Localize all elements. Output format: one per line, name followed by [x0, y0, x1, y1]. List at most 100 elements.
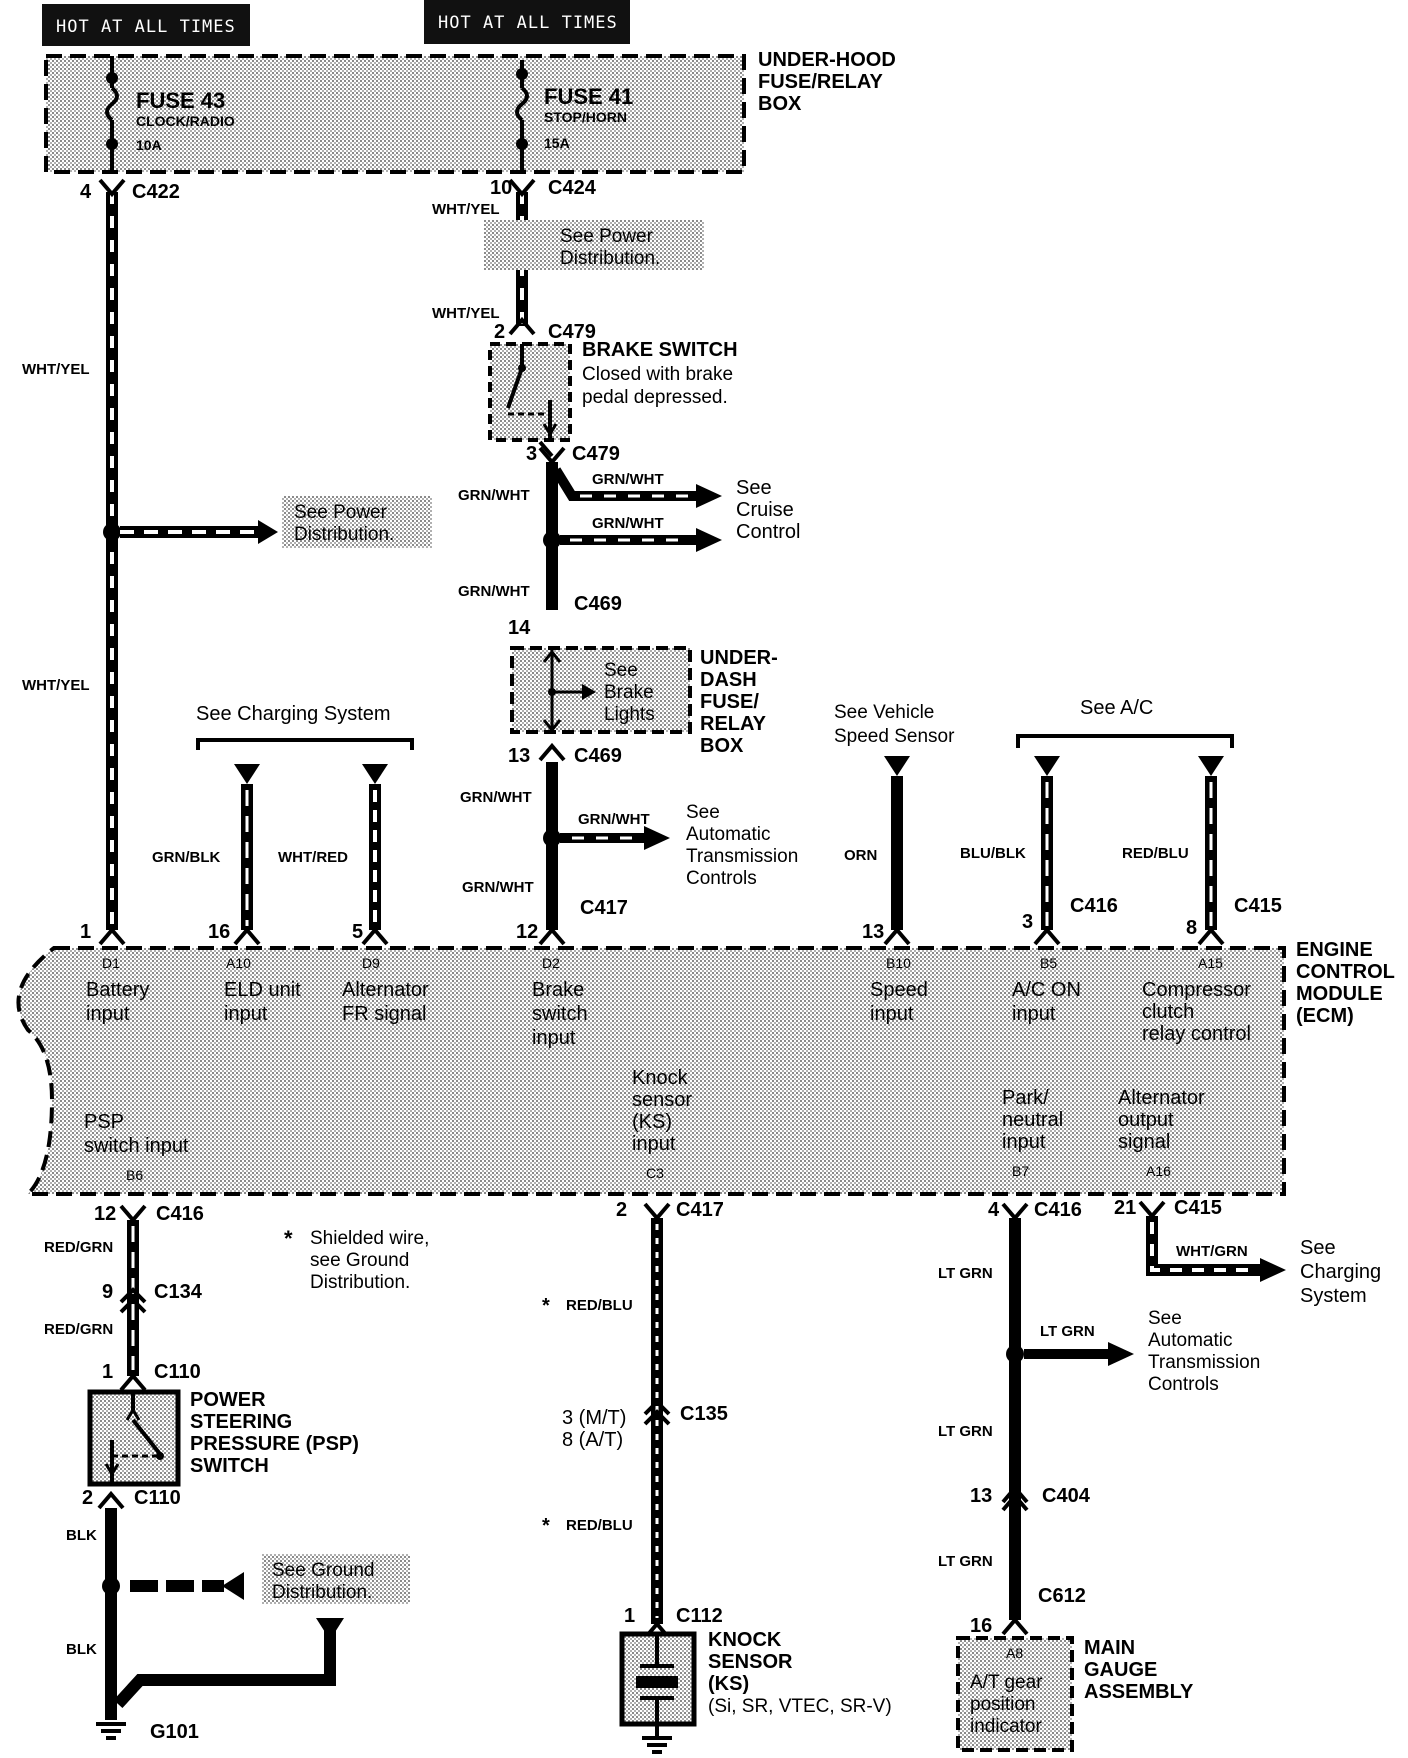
ground-g101: G101 — [150, 1721, 199, 1743]
pin-9-c134: 9 — [102, 1281, 113, 1303]
underdash-label-5: BOX — [700, 735, 744, 757]
underdash-label-1: UNDER- — [700, 647, 778, 669]
svg-text:switch input: switch input — [84, 1135, 189, 1157]
psp-title-2: STEERING — [190, 1411, 292, 1433]
svg-text:Lights: Lights — [604, 704, 655, 725]
wire-label-red-grn-2: RED/GRN — [44, 1321, 113, 1338]
svg-text:FUSE 41: FUSE 41 — [544, 84, 633, 109]
svg-text:Speed: Speed — [870, 979, 928, 1001]
svg-text:Park/: Park/ — [1002, 1087, 1049, 1109]
svg-text:clutch: clutch — [1142, 1001, 1194, 1023]
atc-branch-top — [560, 826, 670, 850]
underdash-label-4: RELAY — [700, 713, 767, 735]
wire-red-blu-ac — [1197, 756, 1225, 946]
pin-4-c416: 4 — [988, 1199, 1000, 1221]
wire-wht-red — [361, 764, 389, 946]
shield-note-1: Shielded wire, — [310, 1228, 429, 1249]
underdash-fuse-box: See Brake Lights — [510, 646, 692, 734]
ecm-terminal-d2: D2 Brake switch input — [532, 955, 588, 1049]
svg-text:output: output — [1118, 1109, 1174, 1131]
psp-title-1: POWER — [190, 1389, 266, 1411]
connector-c416-top: C416 — [1070, 895, 1118, 917]
wire-blu-blk — [1033, 756, 1061, 946]
pin-2-c479: 2 — [494, 321, 505, 343]
svg-text:sensor: sensor — [632, 1089, 692, 1111]
pin-5-d9: 5 — [352, 921, 363, 943]
shield-star-1: * — [542, 1295, 550, 1317]
pin-8-a15: 8 — [1186, 917, 1197, 939]
wire-red-blu-knock — [643, 1202, 671, 1640]
wire-label-red-grn-1: RED/GRN — [44, 1239, 113, 1256]
atc-ref-top-2: Automatic — [686, 824, 770, 845]
wire-label-grn-wht-3: GRN/WHT — [592, 515, 664, 532]
wire-red-grn — [119, 1204, 147, 1392]
svg-text:B7: B7 — [1012, 1163, 1029, 1179]
knock-title-1: KNOCK — [708, 1629, 782, 1651]
pin-1-c110: 1 — [102, 1361, 113, 1383]
wire-label-wht-yel-2: WHT/YEL — [22, 677, 90, 694]
power-dist-ref-brake: See Power Distribution. — [484, 220, 704, 270]
connector-c469-bottom: C469 — [574, 745, 622, 767]
connector-c415-top: C415 — [1234, 895, 1282, 917]
svg-text:Brake: Brake — [532, 979, 584, 1001]
pin-2-c417: 2 — [616, 1199, 627, 1221]
pin-13-c469: 13 — [508, 745, 530, 767]
connector-c422: C422 — [132, 181, 180, 203]
shield-star-2: * — [542, 1515, 550, 1537]
wire-label-grn-blk: GRN/BLK — [152, 849, 220, 866]
cruise-branches — [551, 467, 722, 552]
svg-text:BOX: BOX — [758, 93, 802, 115]
power-dist-branch-left: See Power Distribution. — [120, 496, 432, 548]
svg-text:input: input — [632, 1133, 676, 1155]
svg-text:relay control: relay control — [1142, 1023, 1251, 1045]
pin-3-b5: 3 — [1022, 911, 1033, 933]
wire-label-lt-grn-4: LT GRN — [938, 1553, 993, 1570]
svg-text:STOP/HORN: STOP/HORN — [544, 109, 627, 125]
wire-label-wht-yel-1: WHT/YEL — [22, 361, 90, 378]
pin-14-c469: 14 — [508, 617, 531, 639]
ecm-terminal-b7: Park/ neutral input B7 — [1002, 1087, 1063, 1179]
svg-text:15A: 15A — [544, 135, 570, 151]
charging-bracket — [196, 738, 414, 750]
connector-c415-bottom: C415 — [1174, 1197, 1222, 1219]
ecm-terminal-a15: A15 Compressor clutch relay control — [1142, 955, 1251, 1045]
svg-text:ELD unit: ELD unit — [224, 979, 301, 1001]
svg-text:See: See — [604, 660, 638, 681]
ecm-title-4: (ECM) — [1296, 1005, 1354, 1027]
svg-text:input: input — [1002, 1131, 1046, 1153]
ac-bracket — [1016, 734, 1234, 748]
knock-title-4: (Si, SR, VTEC, SR-V) — [708, 1696, 892, 1717]
svg-text:input: input — [86, 1003, 130, 1025]
knock-sensor — [619, 1631, 697, 1754]
connector-c416-bottom: C416 — [1034, 1199, 1082, 1221]
svg-text:HOT AT ALL TIMES: HOT AT ALL TIMES — [56, 17, 236, 37]
pin-10-c424: 10 — [490, 177, 512, 199]
svg-text:position: position — [970, 1694, 1036, 1715]
svg-text:Distribution.: Distribution. — [272, 1582, 372, 1603]
underdash-label-2: DASH — [700, 669, 757, 691]
connector-c110-bottom: C110 — [134, 1487, 181, 1509]
connector-c416-left: C416 — [156, 1203, 204, 1225]
psp-title-4: SWITCH — [190, 1455, 269, 1477]
underhood-fuse-box: UNDER-HOOD FUSE/RELAY BOX — [44, 49, 896, 174]
pin-21-c415: 21 — [1114, 1197, 1136, 1219]
pin-16-a10: 16 — [208, 921, 230, 943]
svg-text:A8: A8 — [1006, 1645, 1023, 1661]
pin-1-d1: 1 — [80, 921, 91, 943]
svg-text:Alternator: Alternator — [1118, 1087, 1205, 1109]
pin-c135-at: 8 (A/T) — [562, 1429, 623, 1451]
svg-text:A/T gear: A/T gear — [970, 1672, 1043, 1693]
svg-text:D2: D2 — [542, 955, 560, 971]
connector-c135: C135 — [680, 1403, 728, 1425]
pin-13-b10: 13 — [862, 921, 884, 943]
wire-label-wht-yel-3: WHT/YEL — [432, 201, 500, 218]
wire-wht-grn — [1138, 1200, 1286, 1282]
svg-text:input: input — [224, 1003, 268, 1025]
svg-text:(KS): (KS) — [632, 1111, 672, 1133]
wire-label-wht-grn: WHT/GRN — [1176, 1243, 1248, 1260]
shield-note-2: see Ground — [310, 1250, 409, 1271]
wire-blk-ground — [96, 1490, 344, 1740]
charging-ref-top: See Charging System — [196, 703, 391, 725]
brake-switch-desc-2: pedal depressed. — [582, 387, 728, 408]
